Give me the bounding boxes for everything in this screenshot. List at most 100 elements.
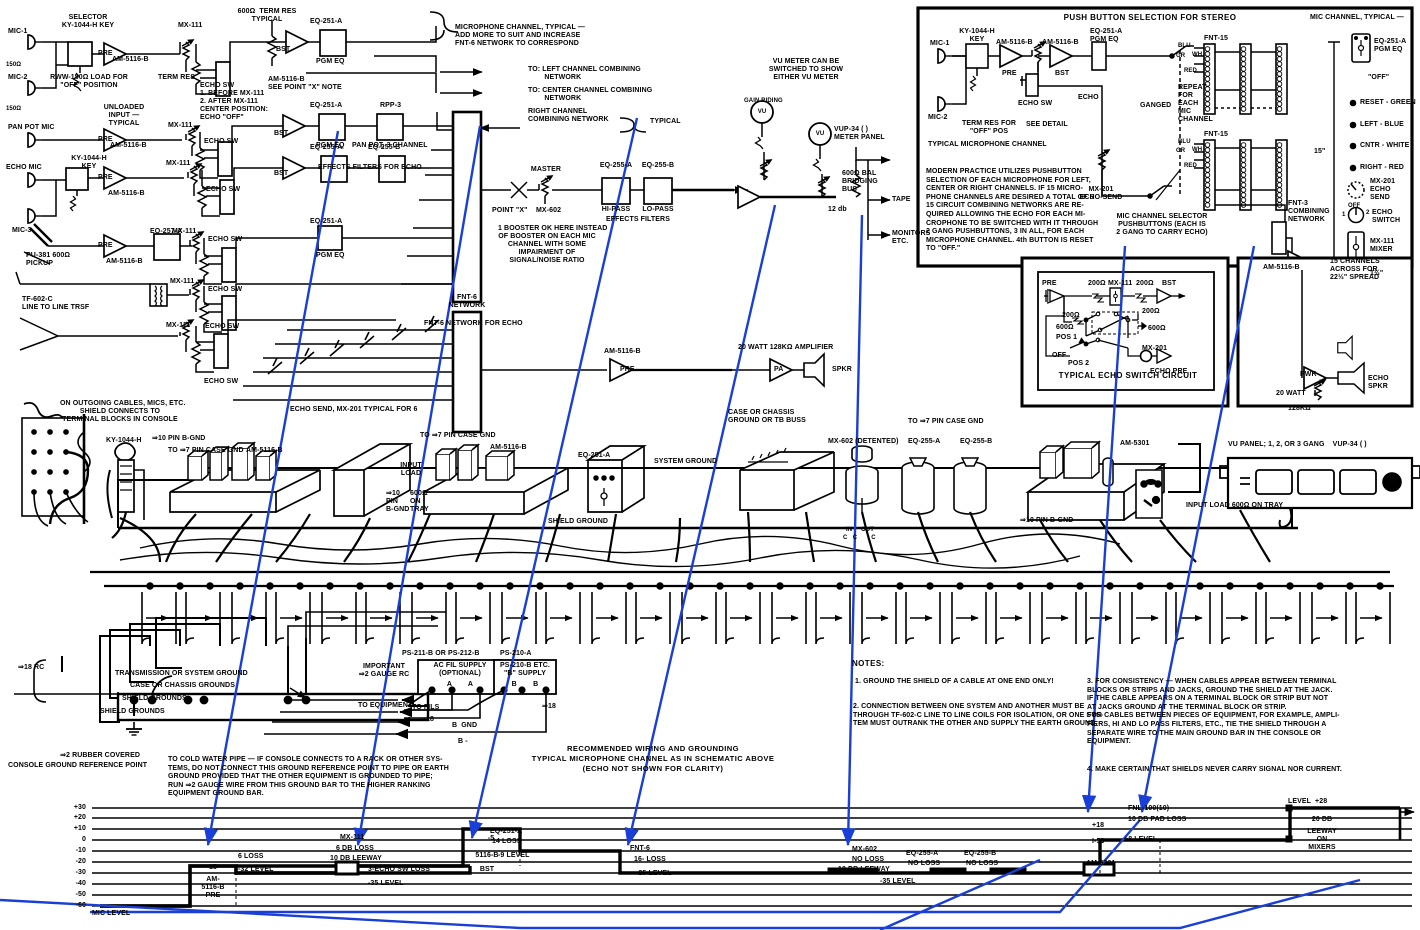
key2-label: KY-1044-H KEY xyxy=(71,155,107,170)
bst-label-2: BST xyxy=(274,130,289,137)
selector-key-label: SELECTOR KY-1044-H KEY xyxy=(61,14,115,29)
bb-terminals-label: B B xyxy=(511,681,539,688)
esp-echo-pre: ECHO PRE xyxy=(1150,368,1188,375)
echo-mic-label: ECHO MIC xyxy=(6,164,42,171)
stereo-echo-sw-label: ECHO SW xyxy=(1018,100,1053,107)
level-plus8: +8 LEVEL xyxy=(1124,836,1158,843)
mic1-label: MIC-1 xyxy=(8,28,28,35)
level-20db: 20 DB xyxy=(1311,816,1333,823)
vup34-meter-panel-label: VUP-34 ( ) METER PANEL xyxy=(834,126,885,141)
effects-filters-label: EFFECTS FILTERS xyxy=(606,216,670,223)
wire-red-2: RED xyxy=(1184,163,1197,169)
vu-note: VU METER CAN BE SWITCHED TO SHOW EITHER … xyxy=(768,58,844,81)
level-bst-gain: -5 xyxy=(487,835,495,842)
eq255b-label-2: EQ-255-B xyxy=(641,162,675,169)
ytick-m40: -40 xyxy=(75,880,86,887)
wire-blu-1: BLU xyxy=(1178,43,1191,49)
esp-pre-label: PRE xyxy=(1042,280,1057,287)
am5301-photo-label: AM-5301 xyxy=(1120,440,1150,447)
b-minus-label: B - xyxy=(458,738,468,745)
mx602-photo-label: MX-602 (DETENTED) xyxy=(828,438,899,445)
fnt6-echo-network-label: FNT-6 NETWORK FOR ECHO xyxy=(424,320,523,327)
hipass-label: HI-PASS xyxy=(601,206,631,213)
rubber-covered-label: ⇒2 RUBBER COVERED xyxy=(60,752,140,759)
eq251a-label-1: EQ-251-A xyxy=(310,18,343,25)
ytick-p30: +30 xyxy=(73,804,86,811)
wire-gr-2: GR xyxy=(1176,148,1186,154)
am5116b-photo-a: AM-5116-B xyxy=(246,447,283,454)
level-eq255b: EQ-255-B xyxy=(964,850,997,857)
wire-red-1: RED xyxy=(1184,68,1197,74)
pre-label-4: PRE xyxy=(98,242,113,249)
eq255a-photo-label: EQ-255-A xyxy=(908,438,941,445)
echo-sw-label-6: ECHO SW xyxy=(204,378,239,385)
mx111-label-6: MX-111 xyxy=(166,322,191,329)
esp-bst-label: BST xyxy=(1162,280,1177,287)
amp-20watt-label: 20 WATT 128KΩ AMPLIFIER xyxy=(738,344,834,351)
am5116b-label-1: AM-5116-B xyxy=(112,56,149,63)
strip-button-reset[interactable]: RESET - GREEN xyxy=(1360,99,1416,106)
c-labels: C C C xyxy=(843,535,876,541)
level-loss6: 6 LOSS xyxy=(238,853,264,860)
ytick-m30: -30 xyxy=(75,869,86,876)
level-10db-leeway-a: 10 DB LEEWAY xyxy=(330,855,382,862)
level-fnl100: FNL-100(10) xyxy=(1128,805,1170,812)
input-load-tray-label: INPUT LOAD 600Ω ON TRAY xyxy=(1186,502,1284,509)
pan-pot-mic-label: PAN POT MIC xyxy=(8,124,55,131)
important-gauge-label: IMPORTANT ⇒2 GAUGE RC xyxy=(358,663,410,678)
rpp3-label: RPP-3 xyxy=(380,102,402,109)
echo-sw-label-1: ECHO SW xyxy=(204,138,239,145)
to-equipment-label: TO EQUIPMENT xyxy=(358,702,413,709)
strip-button-left[interactable]: LEFT - BLUE xyxy=(1360,121,1404,128)
pin10-bgnd-c-label: ⇒10 PIN B-GND xyxy=(1020,517,1074,524)
esp-r200c: 200Ω xyxy=(1062,312,1080,319)
cold-water-note: TO COLD WATER PIPE — IF CONSOLE CONNECTS… xyxy=(168,756,449,798)
to7pin-c-label: TO ⇒7 PIN CASE GND xyxy=(908,418,984,425)
level-mx602-label: MX-602 xyxy=(852,846,878,853)
stereo-am5116b-pre-label: AM-5116-B xyxy=(996,39,1033,46)
eq251a-label-3: EQ-251-A xyxy=(310,218,343,225)
am5116b-photo-b: AM-5116-B xyxy=(490,444,527,451)
vu-label-2: VU xyxy=(815,131,825,137)
strip-button-cntr[interactable]: CNTR - WHITE xyxy=(1360,142,1410,149)
level-eq251a: EQ-251-A xyxy=(490,828,523,835)
am5116b-echo-label: AM-5116-B xyxy=(604,348,641,355)
master-label: MASTER xyxy=(530,166,562,173)
point-x-label: POINT "X" xyxy=(492,207,528,214)
esp-pos1: POS 1 xyxy=(1056,334,1078,341)
fnt3-combining-label: FNT-3 COMBINING NETWORK xyxy=(1288,200,1330,223)
mic-channel-typical-note: MICROPHONE CHANNEL, TYPICAL — ADD MORE T… xyxy=(455,24,585,47)
eq251a-label-2: EQ-251-A xyxy=(310,102,343,109)
level-i53: I-53 xyxy=(1092,838,1105,845)
level-eq255a: EQ-255-A xyxy=(906,850,939,857)
echo-spkr-label: ECHO SPKR xyxy=(1368,375,1389,390)
to-left-channel-label: TO: LEFT CHANNEL COMBINING NETWORK xyxy=(528,66,641,81)
gauge18b-label: ⇒18 xyxy=(420,716,434,723)
wire-wh-1: WH xyxy=(1192,52,1203,58)
echo-sw-label-5: ECHO SW xyxy=(205,323,240,330)
note-1: 1. GROUND THE SHIELD OF A CABLE AT ONE E… xyxy=(855,678,1054,685)
strip-spread-note: 15 CHANNELS ACROSS FOR 22½" SPREAD xyxy=(1330,258,1380,281)
ganged-label: GANGED xyxy=(1140,102,1172,109)
esp-r600a: 600Ω xyxy=(1056,324,1074,331)
to7pin-a-label: TO ⇒7 PIN CASE GND xyxy=(168,447,244,454)
level-loss16: 16- LOSS xyxy=(634,856,666,863)
term-res-typical-label: 600Ω TERM RES TYPICAL xyxy=(237,8,297,23)
outgoing-cables-note: ON OUTGOING CABLES, MICS, ETC. SHIELD CO… xyxy=(60,400,186,423)
stereo-pre-label: PRE xyxy=(1002,70,1017,77)
stereo-panel-title: PUSH BUTTON SELECTION FOR STEREO xyxy=(1063,13,1237,22)
ytick-m60: -60 xyxy=(75,902,86,909)
level-35a-label: -35 LEVEL xyxy=(368,880,404,887)
pgm-eq-label-2: PGM EQ xyxy=(316,142,345,149)
level-pad-loss: 10 DB PAD LOSS xyxy=(1128,816,1187,823)
ytick-m20: -20 xyxy=(75,858,86,865)
rww-load-label: RWW-150Ω LOAD FOR "OFF" POSITION xyxy=(50,74,128,89)
strip-width-dim: 1½" xyxy=(1370,270,1384,277)
pre-label-3: PRE xyxy=(98,174,113,181)
bst-label-3: BST xyxy=(274,170,289,177)
level-plus18: +18 xyxy=(1092,822,1105,829)
stereo-term-res-off-label: TERM RES FOR "OFF" POS xyxy=(961,120,1017,135)
ytick-p20: +20 xyxy=(73,814,86,821)
am5116b-label-2: AM-5116-B xyxy=(110,142,147,149)
strip-button-right[interactable]: RIGHT - RED xyxy=(1360,164,1404,171)
